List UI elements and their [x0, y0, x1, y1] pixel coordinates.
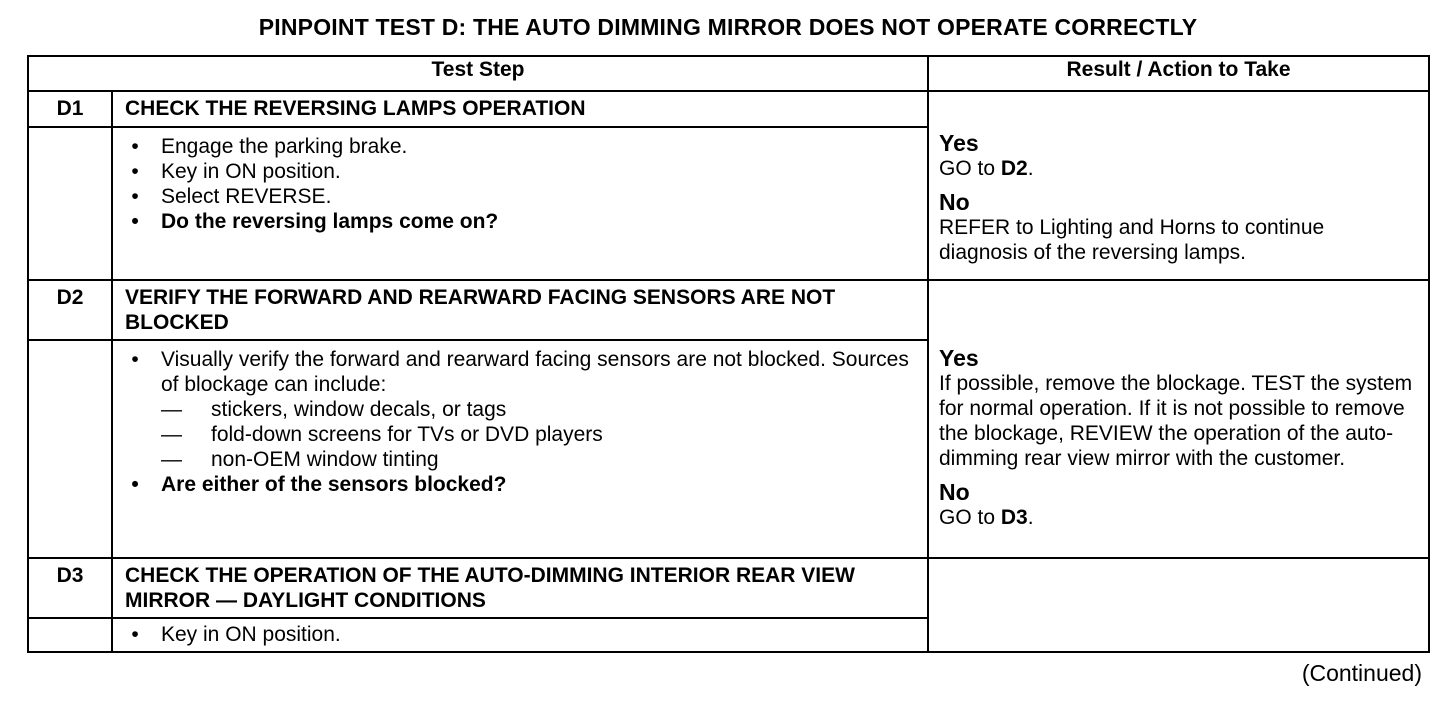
step-id: D1	[27, 89, 113, 129]
no-label: No	[939, 479, 970, 505]
table-header-row: Test Step Result / Action to Take	[27, 55, 1430, 92]
bullet-list: •Visually verify the forward and rearwar…	[125, 347, 917, 497]
header-result: Result / Action to Take	[927, 55, 1430, 92]
continued-label: (Continued)	[1301, 660, 1422, 686]
step-d2-body-row: •Visually verify the forward and rearwar…	[27, 339, 1429, 559]
header-test-step: Test Step	[27, 55, 929, 92]
list-item: •Key in ON position.	[131, 623, 341, 646]
step-d3-body-row: •Key in ON position.	[27, 617, 1429, 653]
step-id: D2	[27, 279, 113, 341]
step-d3-title-row: D3 CHECK THE OPERATION OF THE AUTO-DIMMI…	[27, 557, 1430, 653]
no-action: REFER to Lighting and Horns to continue …	[939, 216, 1325, 264]
sub-list-item: —stickers, window decals, or tags	[161, 398, 507, 421]
no-action: GO to D3.	[939, 506, 1034, 529]
yes-action: GO to D2.	[939, 157, 1034, 180]
list-item-question: •Do the reversing lamps come on?	[131, 210, 499, 234]
step-id: D3	[27, 557, 113, 619]
step-body: •Key in ON position.	[111, 617, 929, 653]
step-title: VERIFY THE FORWARD AND REARWARD FACING S…	[111, 279, 929, 341]
page-title: PINPOINT TEST D: THE AUTO DIMMING MIRROR…	[258, 14, 1198, 40]
step-d2-title-row: D2 VERIFY THE FORWARD AND REARWARD FACIN…	[27, 279, 1430, 559]
list-item: •Key in ON position.	[131, 160, 341, 184]
step-id-blank	[27, 617, 113, 653]
step-d2-result: Yes If possible, remove the blockage. TE…	[927, 279, 1430, 559]
step-d1-title-row: D1 CHECK THE REVERSING LAMPS OPERATION Y…	[27, 89, 1430, 281]
step-body: •Visually verify the forward and rearwar…	[111, 339, 929, 559]
list-item: •Select REVERSE.	[131, 185, 332, 209]
step-title: CHECK THE OPERATION OF THE AUTO-DIMMING …	[111, 557, 929, 619]
step-d1-result: Yes GO to D2. No REFER to Lighting and H…	[927, 90, 1430, 281]
sub-list: —stickers, window decals, or tags —fold-…	[161, 397, 917, 472]
sub-list-item: —fold-down screens for TVs or DVD player…	[161, 423, 603, 446]
step-body: •Engage the parking brake. •Key in ON po…	[111, 126, 929, 281]
yes-label: Yes	[939, 345, 979, 371]
step-d3-result	[927, 557, 1430, 653]
list-item: •Engage the parking brake.	[131, 135, 408, 159]
no-label: No	[939, 189, 970, 215]
bullet-list: •Engage the parking brake. •Key in ON po…	[125, 134, 917, 234]
sub-list-item: —non-OEM window tinting	[161, 448, 439, 471]
list-item: •Visually verify the forward and rearwar…	[125, 347, 917, 472]
yes-action: If possible, remove the blockage. TEST t…	[939, 372, 1413, 470]
list-item-question: •Are either of the sensors blocked?	[131, 473, 507, 496]
step-id-blank	[27, 126, 113, 281]
yes-label: Yes	[939, 130, 979, 156]
step-title: CHECK THE REVERSING LAMPS OPERATION	[111, 89, 929, 129]
step-d1-body-row: •Engage the parking brake. •Key in ON po…	[27, 126, 1429, 281]
pinpoint-test-table: Test Step Result / Action to Take D1 CHE…	[27, 55, 1430, 653]
step-id-blank	[27, 339, 113, 559]
bullet-list: •Key in ON position.	[125, 622, 917, 647]
